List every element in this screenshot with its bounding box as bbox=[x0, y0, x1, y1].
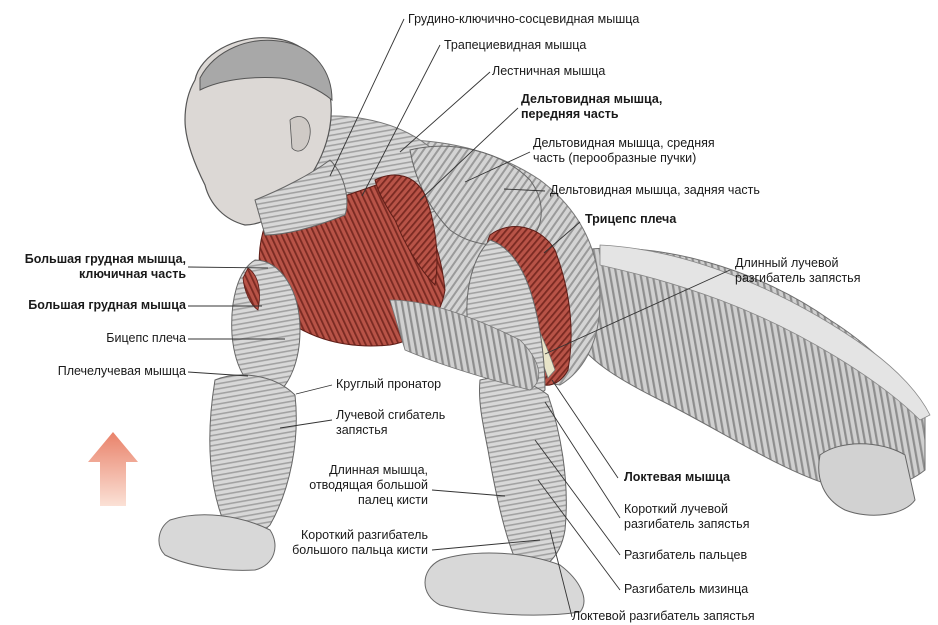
label-line: Лестничная мышца bbox=[492, 64, 605, 79]
label-line: Локтевая мышца bbox=[624, 470, 730, 485]
label-flexor-carpi-radialis: Лучевой сгибательзапястья bbox=[336, 408, 445, 438]
label-line: Длинный лучевой bbox=[735, 256, 860, 271]
label-brachioradialis: Плечелучевая мышца bbox=[58, 364, 186, 379]
label-ext-carpi-ulnaris: Локтевой разгибатель запястья bbox=[572, 609, 755, 624]
label-line: Короткий лучевой bbox=[624, 502, 749, 517]
label-line: палец кисти bbox=[309, 493, 428, 508]
foot-shape bbox=[819, 444, 915, 515]
label-ext-digiti-minimi: Разгибатель мизинца bbox=[624, 582, 748, 597]
forearm-far-shape bbox=[210, 375, 296, 536]
label-line: Плечелучевая мышца bbox=[58, 364, 186, 379]
label-line: Дельтовидная мышца, задняя часть bbox=[550, 183, 760, 198]
label-pectoralis-clavicular: Большая грудная мышца,ключичная часть bbox=[25, 252, 186, 282]
label-line: Большая грудная мышца, bbox=[25, 252, 186, 267]
label-triceps: Трицепс плеча bbox=[585, 212, 676, 227]
label-scalene: Лестничная мышца bbox=[492, 64, 605, 79]
label-line: Дельтовидная мышца, средняя bbox=[533, 136, 715, 151]
label-deltoid-rear: Дельтовидная мышца, задняя часть bbox=[550, 183, 760, 198]
label-line: Бицепс плеча bbox=[106, 331, 186, 346]
label-anconeus: Локтевая мышца bbox=[624, 470, 730, 485]
label-line: ключичная часть bbox=[25, 267, 186, 282]
label-line: Короткий разгибатель bbox=[292, 528, 428, 543]
label-line: разгибатель запястья bbox=[624, 517, 749, 532]
label-sternocleidomastoid: Грудино-ключично-сосцевидная мышца bbox=[408, 12, 639, 27]
label-line: Длинная мышца, bbox=[309, 463, 428, 478]
label-deltoid-middle: Дельтовидная мышца, средняячасть (перооб… bbox=[533, 136, 715, 166]
label-line: разгибатель запястья bbox=[735, 271, 860, 286]
label-pronator-teres: Круглый пронатор bbox=[336, 377, 441, 392]
label-line: Лучевой сгибатель bbox=[336, 408, 445, 423]
label-line: Дельтовидная мышца, bbox=[521, 92, 662, 107]
label-line: отводящая большой bbox=[309, 478, 428, 493]
label-biceps: Бицепс плеча bbox=[106, 331, 186, 346]
label-line: Разгибатель мизинца bbox=[624, 582, 748, 597]
up-arrow-icon bbox=[88, 432, 138, 506]
label-line: передняя часть bbox=[521, 107, 662, 122]
label-line: Локтевой разгибатель запястья bbox=[572, 609, 755, 624]
label-line: Большая грудная мышца bbox=[28, 298, 186, 313]
label-line: запястья bbox=[336, 423, 445, 438]
label-line: Разгибатель пальцев bbox=[624, 548, 747, 563]
label-line: большого пальца кисти bbox=[292, 543, 428, 558]
label-ext-carpi-radialis-longus: Длинный лучевойразгибатель запястья bbox=[735, 256, 860, 286]
label-line: Трицепс плеча bbox=[585, 212, 676, 227]
label-line: Трапециевидная мышца bbox=[444, 38, 586, 53]
label-ext-carpi-radialis-brevis: Короткий лучевойразгибатель запястья bbox=[624, 502, 749, 532]
label-abductor-pollicis-longus: Длинная мышца,отводящая большойпалец кис… bbox=[309, 463, 428, 508]
hand-near-shape bbox=[425, 553, 584, 615]
label-line: часть (перообразные пучки) bbox=[533, 151, 715, 166]
label-line: Грудино-ключично-сосцевидная мышца bbox=[408, 12, 639, 27]
label-ext-digitorum: Разгибатель пальцев bbox=[624, 548, 747, 563]
label-trapezius: Трапециевидная мышца bbox=[444, 38, 586, 53]
label-pectoralis-major: Большая грудная мышца bbox=[28, 298, 186, 313]
label-line: Круглый пронатор bbox=[336, 377, 441, 392]
label-ext-pollicis-brevis: Короткий разгибательбольшого пальца кист… bbox=[292, 528, 428, 558]
label-deltoid-front: Дельтовидная мышца,передняя часть bbox=[521, 92, 662, 122]
